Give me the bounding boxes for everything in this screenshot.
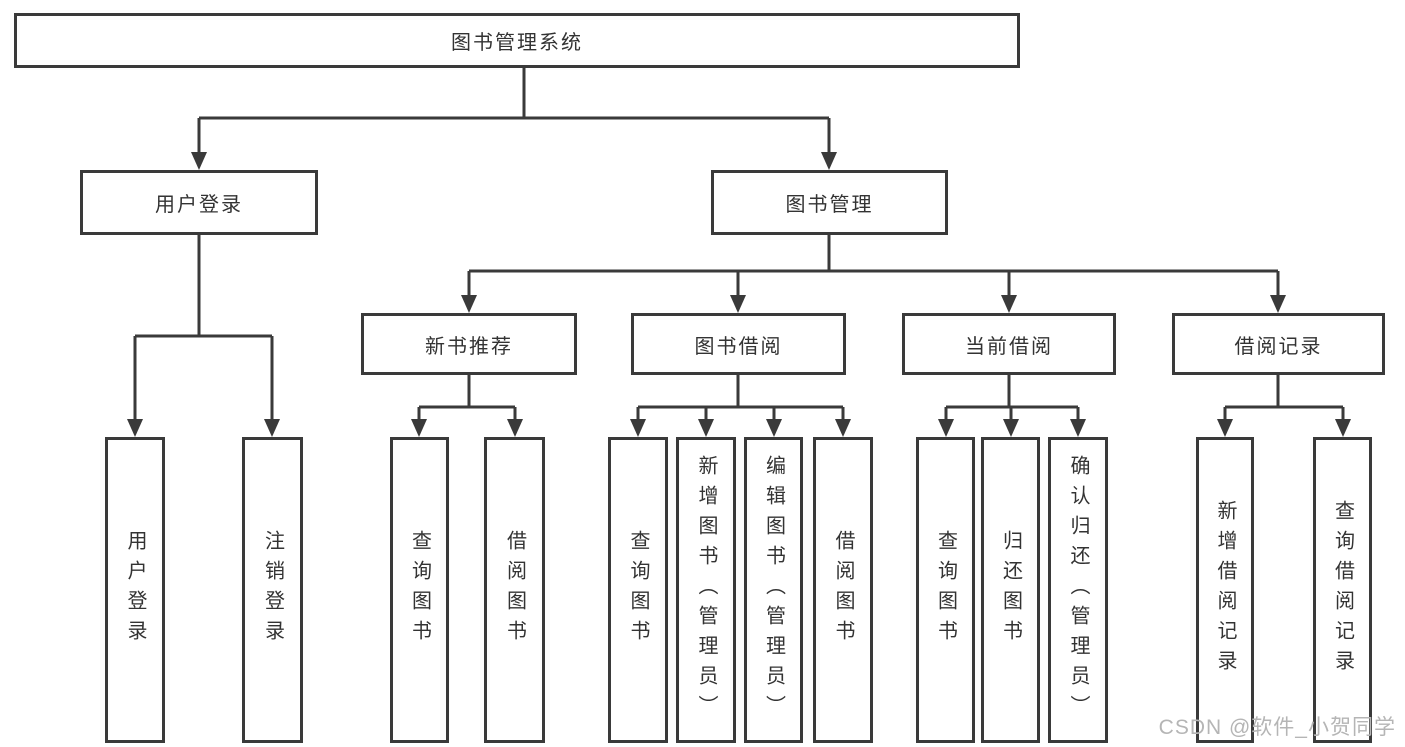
leaf-add-borrow-record-label: 新增借阅记录 [1214, 500, 1236, 680]
leaf-query-books-current-label: 查询图书 [934, 530, 957, 650]
node-current-borrowing: 当前借阅 [902, 313, 1116, 375]
leaf-add-books-admin-label: 新增图书（管理员） [695, 455, 717, 725]
connector-mgmt-to-level3 [467, 235, 1280, 295]
leaf-query-books-borrowing: 查询图书 [608, 437, 668, 743]
leaf-query-books-recommend: 查询图书 [390, 437, 449, 743]
leaf-query-books-recommend-label: 查询图书 [408, 530, 431, 650]
node-new-book-recommendation: 新书推荐 [361, 313, 577, 375]
leaf-confirm-return-admin-label: 确认归还（管理员） [1067, 455, 1089, 725]
leaf-user-login-label: 用户登录 [124, 530, 146, 650]
node-library-management-system: 图书管理系统 [14, 13, 1020, 68]
leaf-borrow-books-label: 借阅图书 [832, 530, 854, 650]
connector-login-to-leaves [133, 235, 274, 419]
leaf-query-borrow-record-label: 查询借阅记录 [1331, 500, 1354, 680]
node-book-borrowing: 图书借阅 [631, 313, 846, 375]
leaf-return-books: 归还图书 [981, 437, 1040, 743]
leaf-confirm-return-admin: 确认归还（管理员） [1048, 437, 1108, 743]
connector-root-to-level2 [197, 68, 831, 152]
leaf-borrow-books-recommend: 借阅图书 [484, 437, 545, 743]
node-borrowing-records: 借阅记录 [1172, 313, 1385, 375]
connector-records-to-leaves [1223, 375, 1345, 419]
leaf-add-books-admin: 新增图书（管理员） [676, 437, 736, 743]
leaf-logout: 注销登录 [242, 437, 303, 743]
connector-paths [133, 68, 1345, 419]
connector-newbooks-to-leaves [417, 375, 517, 419]
connector-borrowing-to-leaves [636, 375, 845, 419]
csdn-watermark: CSDN @软件_小贺同学 [1158, 716, 1396, 739]
node-book-management: 图书管理 [711, 170, 948, 235]
leaf-query-borrow-record: 查询借阅记录 [1313, 437, 1372, 743]
leaf-user-login: 用户登录 [105, 437, 165, 743]
leaf-query-books-current: 查询图书 [916, 437, 975, 743]
leaf-borrow-books: 借阅图书 [813, 437, 873, 743]
connector-current-to-leaves [944, 375, 1080, 419]
leaf-return-books-label: 归还图书 [999, 530, 1022, 650]
leaf-add-borrow-record: 新增借阅记录 [1196, 437, 1254, 743]
leaf-query-books-borrowing-label: 查询图书 [627, 530, 649, 650]
node-user-login: 用户登录 [80, 170, 318, 235]
leaf-borrow-books-recommend-label: 借阅图书 [503, 530, 526, 650]
leaf-edit-books-admin-label: 编辑图书（管理员） [762, 455, 785, 725]
leaf-edit-books-admin: 编辑图书（管理员） [744, 437, 803, 743]
leaf-logout-label: 注销登录 [261, 530, 284, 650]
